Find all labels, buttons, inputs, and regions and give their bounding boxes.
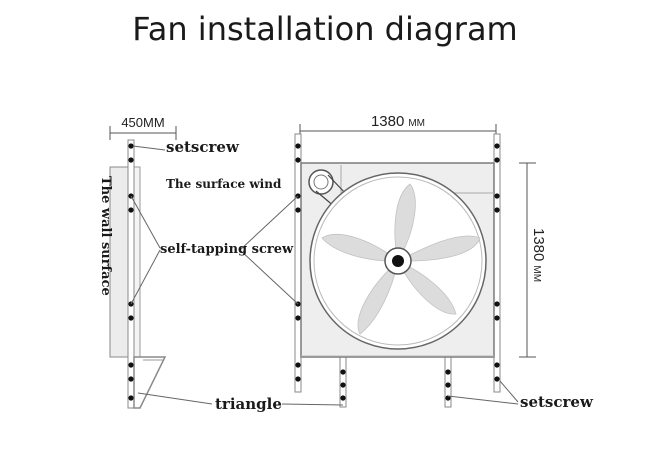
wall-assembly: 450MM The wall surface — [98, 115, 177, 409]
bolt-icon — [340, 395, 346, 401]
bolt-icon — [295, 362, 301, 368]
wall-bracket-post — [127, 139, 135, 409]
fan-assembly: 1380 MM 1380 MM — [294, 113, 547, 408]
wall-bolts — [128, 143, 134, 401]
bolt-icon — [295, 376, 301, 382]
surface-wind-label: The surface wind — [166, 177, 282, 191]
frame-post-left — [294, 133, 302, 393]
fan-blade — [321, 234, 400, 262]
triangle-label: triangle — [215, 395, 282, 413]
bolt-icon — [128, 395, 134, 401]
frame-post-right — [493, 133, 501, 393]
setscrew-top-label: setscrew — [166, 138, 240, 156]
height-dimension-unit: MM — [531, 265, 542, 282]
bolt-icon — [340, 369, 346, 375]
bolt-icon — [295, 207, 301, 213]
frame-bolts — [295, 143, 500, 401]
bolt-icon — [494, 315, 500, 321]
leader-self-tapping-frame-upper — [239, 195, 299, 251]
width-dimension-value: 1380 — [371, 113, 404, 130]
fan-blade — [394, 183, 416, 263]
leader-triangle-left — [137, 392, 213, 405]
width-dimension-label: 1380 MM — [371, 113, 425, 130]
fan-blade — [397, 260, 457, 315]
setscrew-bottom-label: setscrew — [520, 393, 594, 411]
wall-surface-label: The wall surface — [98, 176, 113, 296]
bolt-icon — [494, 301, 500, 307]
leader-self-tapping-wall-upper — [130, 195, 161, 249]
height-dimension-value: 1380 — [530, 228, 547, 261]
bolt-icon — [128, 207, 134, 213]
pulley-inner — [313, 174, 329, 190]
depth-dimension-label: 450MM — [121, 115, 164, 130]
leader-self-tapping-frame-lower — [239, 249, 299, 305]
bolt-icon — [494, 193, 500, 199]
diagram-title: Fan installation diagram — [132, 10, 517, 48]
leader-setscrew-bottom-left — [447, 395, 519, 405]
bolt-icon — [128, 157, 134, 163]
fan-hub-center — [392, 255, 404, 267]
bolt-icon — [128, 376, 134, 382]
leader-setscrew-top — [132, 145, 166, 151]
fan-ring-inner — [313, 176, 483, 346]
bolt-icon — [494, 157, 500, 163]
bolt-icon — [445, 382, 451, 388]
bolt-icon — [494, 376, 500, 382]
fan-blade — [357, 259, 399, 335]
width-dimension-unit: MM — [408, 118, 425, 129]
leader-triangle-right — [281, 403, 344, 406]
leader-self-tapping-wall-lower — [130, 249, 161, 305]
bolt-icon — [340, 382, 346, 388]
bolt-icon — [295, 143, 301, 149]
height-dimension-label: 1380 MM — [530, 228, 547, 282]
bolt-icon — [494, 207, 500, 213]
bolt-icon — [295, 157, 301, 163]
triangle-bracket — [133, 356, 167, 409]
bolt-icon — [445, 395, 451, 401]
leader-lines — [130, 145, 519, 406]
bolt-icon — [445, 369, 451, 375]
bolt-icon — [128, 315, 134, 321]
fan-blade — [397, 235, 481, 262]
bolt-icon — [494, 362, 500, 368]
bolt-icon — [494, 143, 500, 149]
bolt-icon — [128, 362, 134, 368]
fan-blades — [321, 183, 481, 335]
leader-setscrew-bottom-right — [499, 380, 519, 403]
bolt-icon — [128, 143, 134, 149]
bolt-icon — [295, 315, 301, 321]
self-tapping-screw-label: self-tapping screw — [160, 242, 294, 257]
